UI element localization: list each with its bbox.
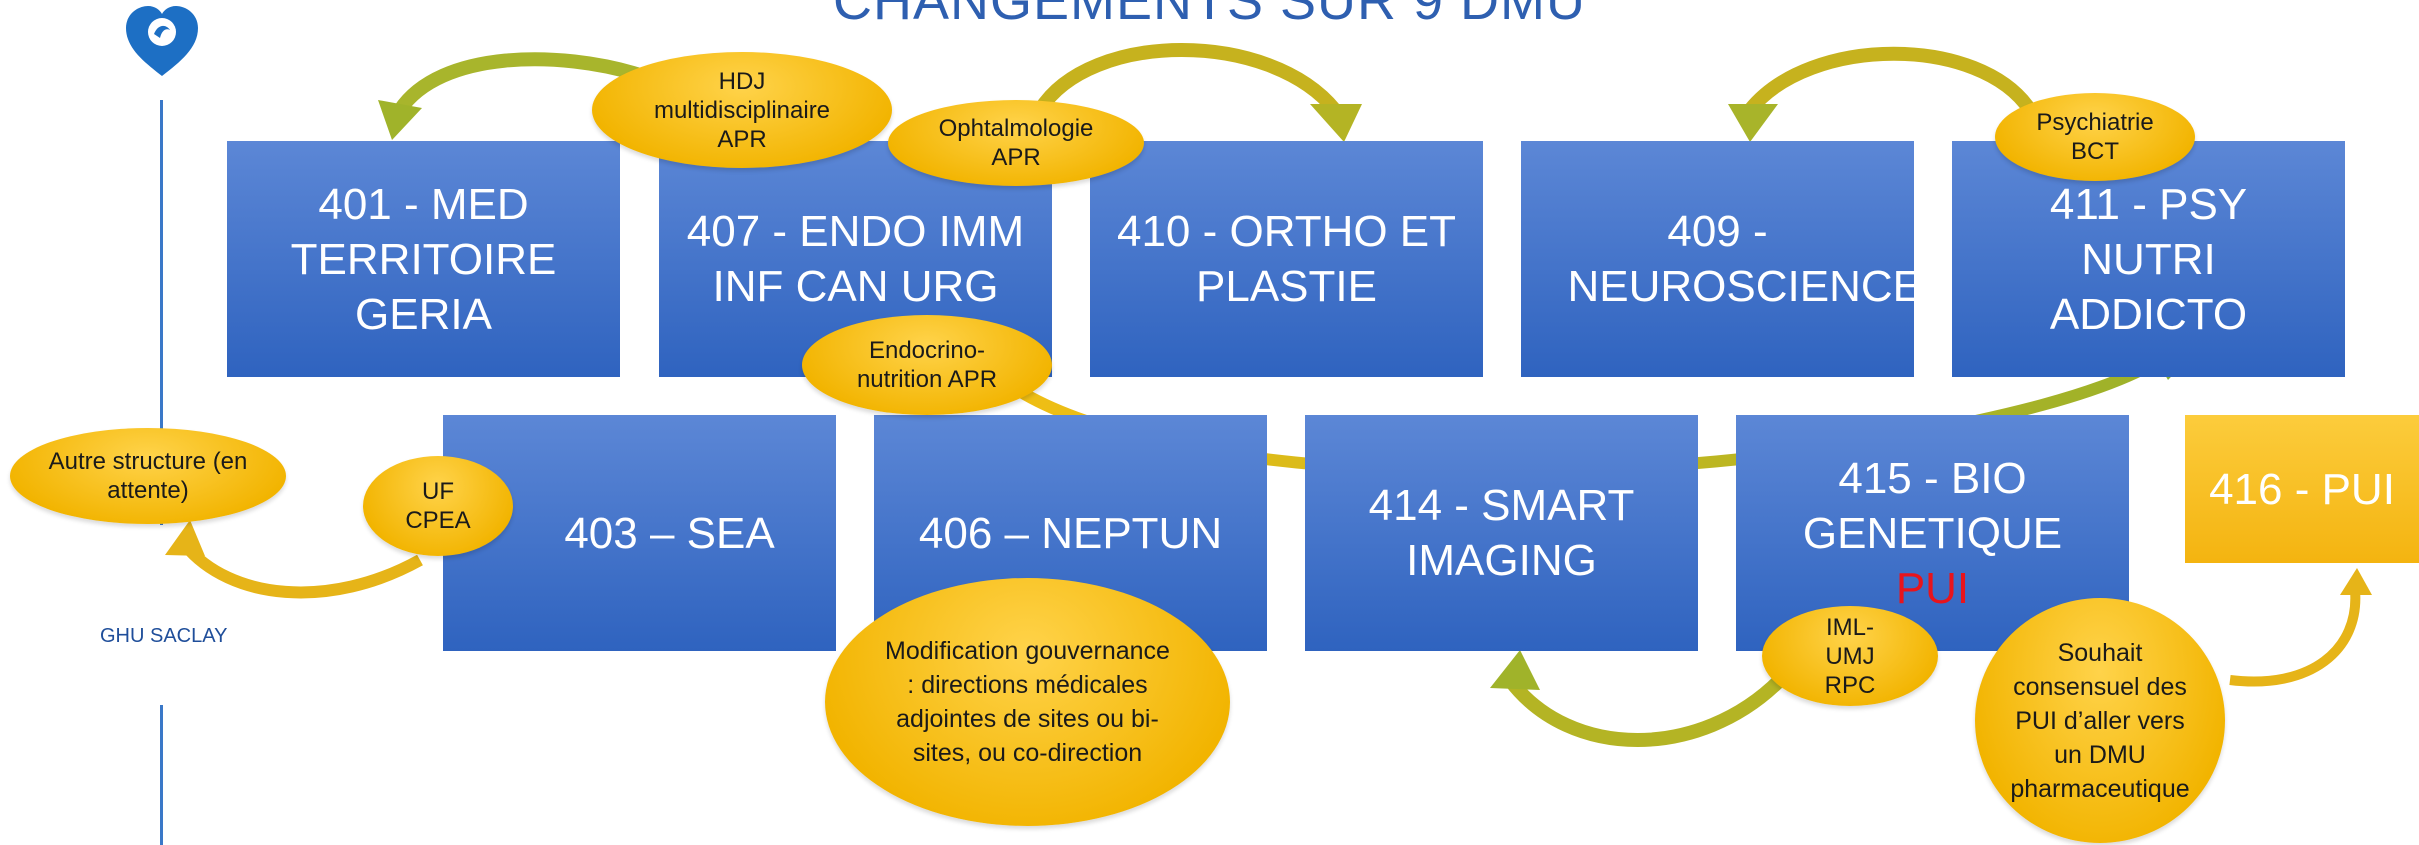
- bubble-iml-text: IML-UMJ RPC: [1824, 613, 1876, 699]
- dmu-label-416: 416 - PUI: [2209, 464, 2395, 514]
- dmu-label-409: 409 - NEUROSCIENCES: [1567, 207, 1952, 311]
- dmu-box-410: 410 - ORTHO ET PLASTIE: [1090, 141, 1483, 377]
- dmu-box-401: 401 - MED TERRITOIRE GERIA: [227, 141, 620, 377]
- bubble-ufcpea: UF CPEA: [363, 456, 513, 556]
- dmu-label-411: 411 - PSY NUTRI ADDICTO: [2049, 179, 2248, 339]
- dmu-label-410: 410 - ORTHO ET PLASTIE: [1116, 207, 1457, 311]
- bubble-ophtal-text: Ophtalmologie APR: [938, 115, 1094, 171]
- arrow-pui-to-416: [2229, 589, 2361, 687]
- heart-logo-icon: [126, 6, 198, 76]
- dmu-box-416: 416 - PUI: [2185, 415, 2419, 563]
- arrowhead-401: [378, 100, 422, 140]
- bubble-hdj: HDJ multidisciplinaire APR: [592, 52, 892, 168]
- bubble-pui: Souhait consensuel des PUI d’aller vers …: [1975, 598, 2225, 843]
- arrow-iml-to-414: [1504, 675, 1785, 747]
- dmu-box-403: 403 – SEA: [443, 415, 836, 651]
- bubble-ufcpea-text: UF CPEA: [405, 478, 471, 534]
- dmu-box-415: 415 - BIO GENETIQUE PUI: [1736, 415, 2129, 651]
- bubble-ophtal: Ophtalmologie APR: [888, 100, 1144, 186]
- dmu-box-414: 414 - SMART IMAGING: [1305, 415, 1698, 651]
- bubble-iml: IML-UMJ RPC: [1762, 606, 1938, 706]
- dmu-label-414: 414 - SMART IMAGING: [1368, 481, 1635, 585]
- page-title: CHANGEMENTS SUR 9 DMU: [832, 0, 1587, 31]
- bubble-hdj-text: HDJ multidisciplinaire APR: [653, 67, 831, 153]
- arrowhead-409: [1728, 104, 1778, 142]
- dmu-label-401: 401 - MED TERRITOIRE GERIA: [290, 179, 557, 339]
- bubble-endo-text: Endocrino-nutrition APR: [856, 337, 998, 393]
- timeline-line-bottom: [160, 705, 163, 845]
- dmu-label-415-accent: PUI: [1895, 563, 1970, 613]
- bubble-endo: Endocrino-nutrition APR: [802, 315, 1052, 415]
- arrow-407-to-410: [1034, 43, 1341, 115]
- bubble-psy-text: Psychiatrie BCT: [2036, 109, 2154, 165]
- dmu-box-411: 411 - PSY NUTRI ADDICTO: [1952, 141, 2345, 377]
- arrow-411-to-409: [1744, 46, 2036, 115]
- org-label: GHU SACLAY: [100, 625, 228, 647]
- dmu-label-415-wrap: 415 - BIO GENETIQUE PUI: [1763, 451, 2103, 616]
- arrow-ufcpea-to-autre: [180, 541, 423, 599]
- dmu-label-406: 406 – NEPTUN: [918, 508, 1223, 558]
- dmu-box-409: 409 - NEUROSCIENCES: [1521, 141, 1952, 377]
- dmu-label-407: 407 - ENDO IMM INF CAN URG: [686, 207, 1025, 311]
- arrowhead-414: [1490, 650, 1540, 690]
- bubble-gouv-text: Modification gouvernance : directions mé…: [885, 637, 1170, 767]
- arrowhead-416: [2340, 568, 2372, 595]
- dmu-label-415: 415 - BIO GENETIQUE: [1802, 453, 2063, 558]
- bubble-gouv: Modification gouvernance : directions mé…: [825, 578, 1230, 826]
- bubble-autre-text: Autre structure (en attente): [48, 448, 248, 504]
- bubble-autre: Autre structure (en attente): [10, 428, 286, 524]
- timeline-line-top: [160, 100, 163, 525]
- arrowhead-410: [1310, 104, 1362, 142]
- bubble-psy: Psychiatrie BCT: [1995, 93, 2195, 181]
- dmu-label-403: 403 – SEA: [564, 508, 775, 558]
- bubble-pui-text: Souhait consensuel des PUI d’aller vers …: [2010, 638, 2190, 803]
- arrowhead-autre: [165, 520, 205, 556]
